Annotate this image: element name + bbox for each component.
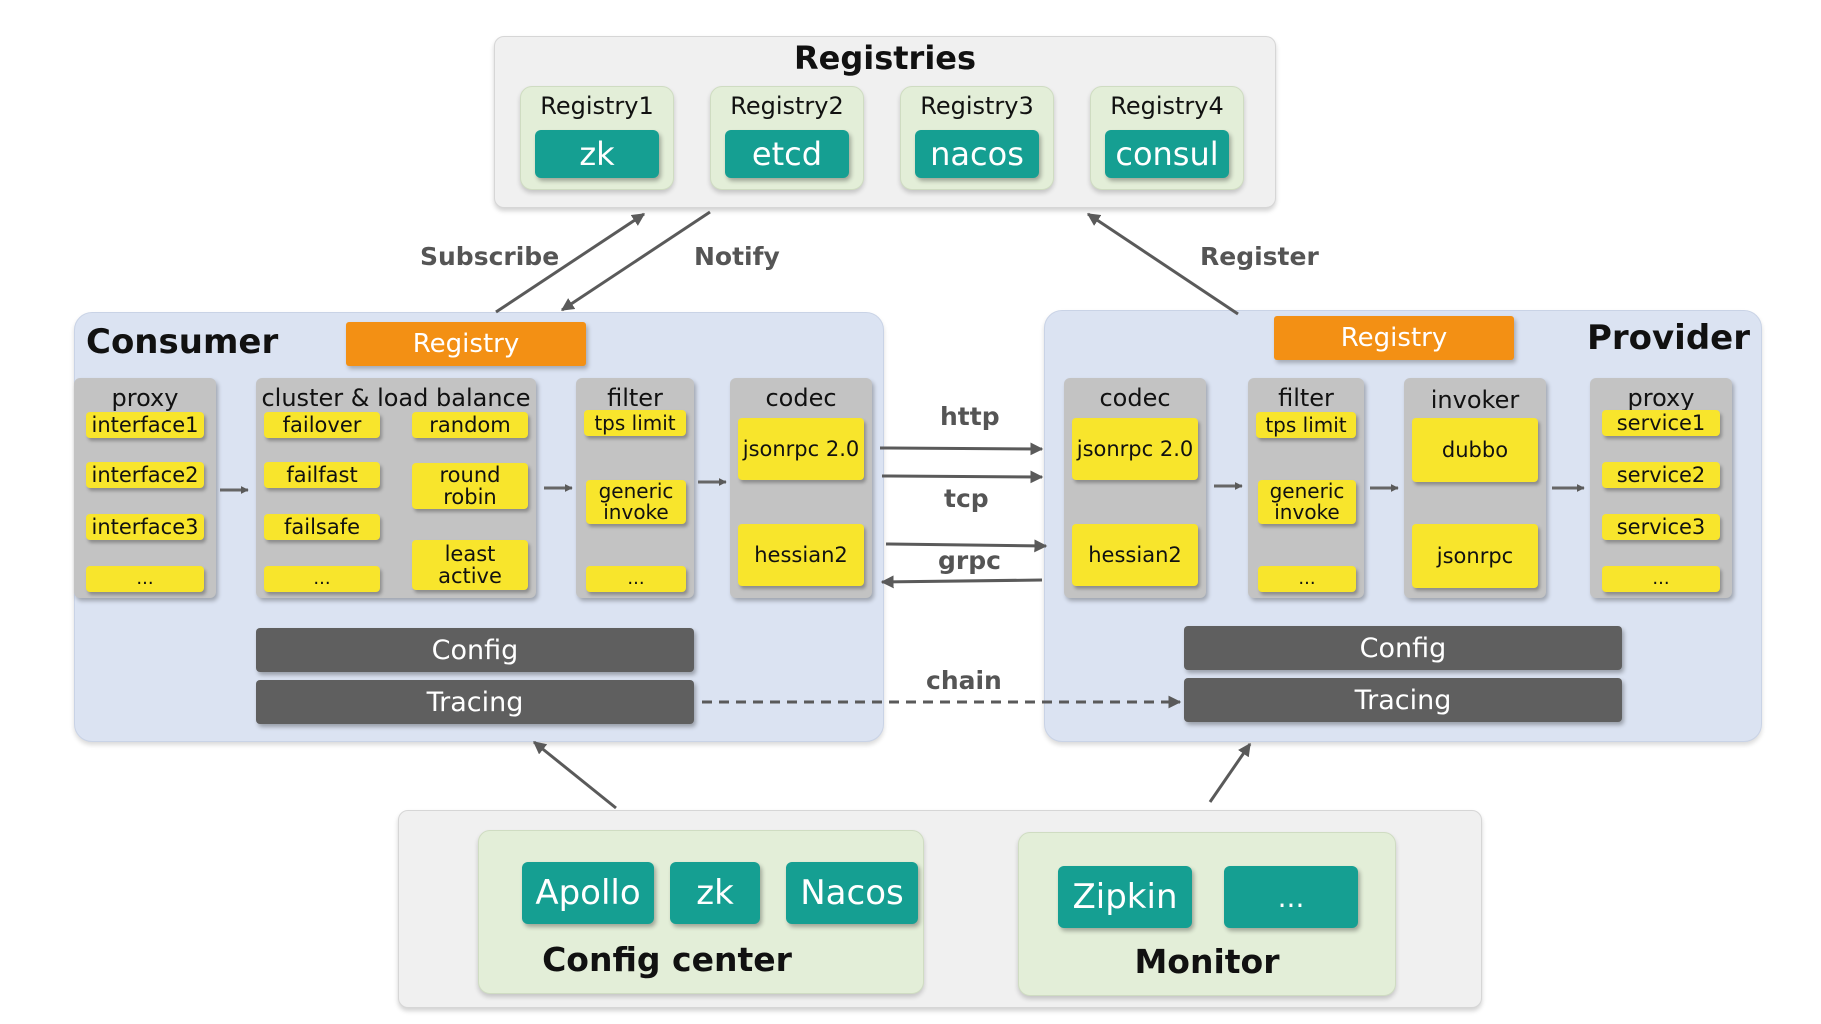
registry2-label: Registry2	[730, 92, 844, 120]
cluster-failfast: failfast	[264, 462, 380, 488]
provider-tracing[interactable]: Tracing	[1184, 678, 1622, 722]
loadbalance-least-active: least active	[412, 540, 528, 590]
register-label: Register	[1200, 242, 1319, 271]
subscribe-label: Subscribe	[420, 242, 560, 271]
registry2-etcd: etcd	[725, 130, 849, 178]
loadbalance-random: random	[412, 412, 528, 438]
consumer-codec-hessian2: hessian2	[738, 524, 864, 586]
provider-invoker-title: invoker	[1430, 386, 1520, 414]
notify-arrow	[560, 210, 711, 312]
consumer-filter-more: ...	[586, 566, 686, 592]
tcp-label: tcp	[944, 484, 989, 513]
cluster-failsafe: failsafe	[264, 514, 380, 540]
consumer-codec-jsonrpc: jsonrpc 2.0	[738, 418, 864, 480]
provider-config[interactable]: Config	[1184, 626, 1622, 670]
provider-invoker-jsonrpc: jsonrpc	[1412, 524, 1538, 588]
consumer-filter-title: filter	[607, 384, 663, 412]
consumer-proxy-title: proxy	[111, 384, 179, 412]
config-center-to-consumer-arrow	[532, 740, 617, 810]
config-center-nacos[interactable]: Nacos	[786, 862, 918, 924]
consumer-filter-tps-limit: tps limit	[584, 410, 686, 436]
consumer-codec-title: codec	[765, 384, 837, 412]
registry4-consul: consul	[1105, 130, 1229, 178]
provider-proxy-service1: service1	[1602, 410, 1720, 436]
provider-proxy-service2: service2	[1602, 462, 1720, 488]
consumer-proxy-more: ...	[86, 566, 204, 592]
consumer-proxy-interface2: interface2	[86, 462, 204, 488]
provider-codec-hessian2: hessian2	[1072, 524, 1198, 586]
config-center-zk[interactable]: zk	[670, 862, 760, 924]
registry3-nacos: nacos	[915, 130, 1039, 178]
http-label: http	[940, 402, 1000, 431]
provider-codec-title: codec	[1099, 384, 1171, 412]
provider-proxy-more: ...	[1602, 566, 1720, 592]
registries-title: Registries	[793, 39, 977, 77]
monitor-zipkin[interactable]: Zipkin	[1058, 866, 1192, 928]
http-arrow	[879, 442, 1044, 456]
monitor-to-provider-arrow	[1208, 742, 1252, 803]
consumer-proxy-interface3: interface3	[86, 514, 204, 540]
provider-proxy-service3: service3	[1602, 514, 1720, 540]
provider-filter-more: ...	[1258, 566, 1356, 592]
registry3-label: Registry3	[920, 92, 1034, 120]
monitor-title: Monitor	[1134, 942, 1280, 981]
consumer-cluster-title: cluster & load balance	[261, 384, 531, 412]
consumer-config[interactable]: Config	[256, 628, 694, 672]
provider-title: Provider	[1586, 318, 1750, 358]
consumer-title: Consumer	[86, 322, 279, 362]
register-arrow	[1086, 212, 1239, 316]
chain-label: chain	[926, 666, 1002, 695]
grpc-forward-arrow	[885, 539, 1048, 553]
registry4-label: Registry4	[1110, 92, 1224, 120]
grpc-label: grpc	[938, 546, 1001, 575]
grpc-back-arrow	[880, 575, 1043, 589]
cluster-more: ...	[264, 566, 380, 592]
registry1-label: Registry1	[540, 92, 654, 120]
tcp-arrow	[881, 470, 1044, 484]
provider-filter-title: filter	[1278, 384, 1334, 412]
provider-filter-generic-invoke: generic invoke	[1258, 480, 1356, 524]
loadbalance-round-robin: round robin	[412, 463, 528, 509]
notify-label: Notify	[694, 242, 780, 271]
subscribe-arrow	[495, 212, 646, 314]
consumer-tracing[interactable]: Tracing	[256, 680, 694, 724]
cluster-failover: failover	[264, 412, 380, 438]
provider-codec-jsonrpc: jsonrpc 2.0	[1072, 418, 1198, 480]
consumer-filter-generic-invoke: generic invoke	[586, 480, 686, 524]
consumer-registry[interactable]: Registry	[346, 322, 586, 366]
config-center-apollo[interactable]: Apollo	[522, 862, 654, 924]
monitor-more[interactable]: ...	[1224, 866, 1358, 928]
registry1-zk: zk	[535, 130, 659, 178]
provider-proxy-title: proxy	[1627, 384, 1695, 412]
config-center-title: Config center	[542, 940, 792, 979]
consumer-proxy-interface1: interface1	[86, 412, 204, 438]
provider-invoker-dubbo: dubbo	[1412, 418, 1538, 482]
provider-filter-tps-limit: tps limit	[1256, 412, 1356, 438]
provider-registry[interactable]: Registry	[1274, 316, 1514, 360]
